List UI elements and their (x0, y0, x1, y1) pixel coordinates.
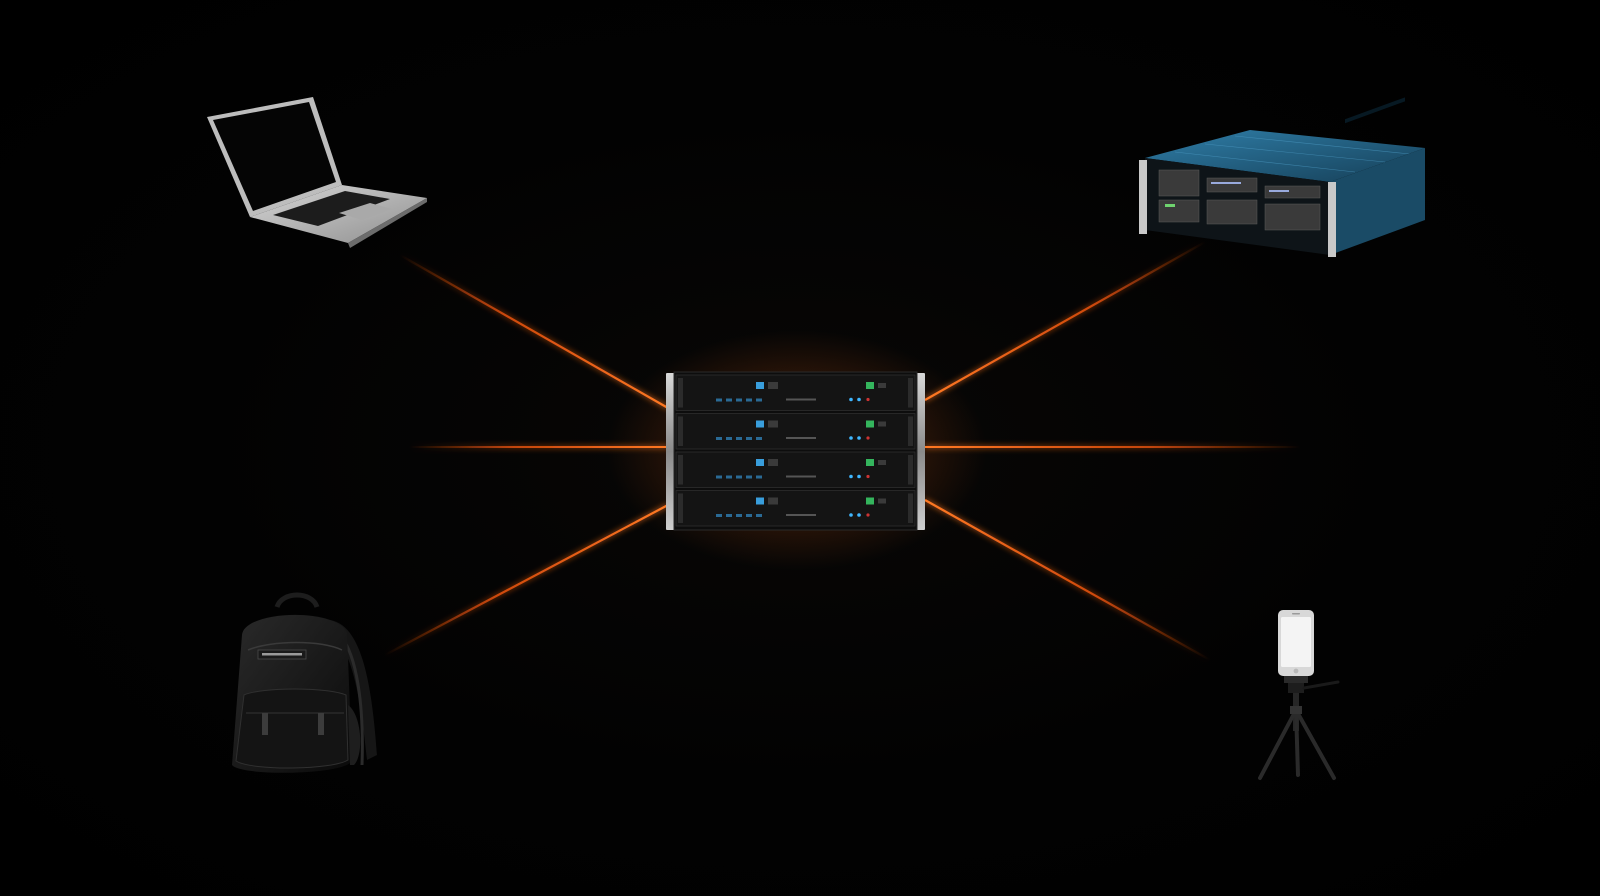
unit-display (756, 382, 764, 389)
rack-server-stack-icon (666, 371, 925, 531)
backpack-icon (232, 592, 377, 773)
laptop-icon (207, 97, 427, 248)
rack-server-icon (1139, 97, 1425, 257)
unit-display (756, 420, 764, 428)
link-hub-phone-tripod (924, 499, 1211, 661)
connection-beams (384, 241, 1300, 661)
status-led (866, 382, 874, 389)
rack-unit (675, 374, 916, 411)
unit-display (756, 459, 764, 466)
status-led (866, 420, 874, 428)
unit-display (756, 497, 764, 505)
rack-unit (675, 490, 916, 527)
rack-unit (675, 413, 916, 450)
link-hub-rack-appliance (924, 241, 1206, 401)
rack-unit (675, 451, 916, 488)
smartphone-on-tripod-icon (1258, 610, 1340, 780)
link-hub-backpack (384, 504, 669, 656)
status-led (866, 497, 874, 505)
link-hub-laptop (399, 254, 669, 409)
status-led (866, 459, 874, 466)
